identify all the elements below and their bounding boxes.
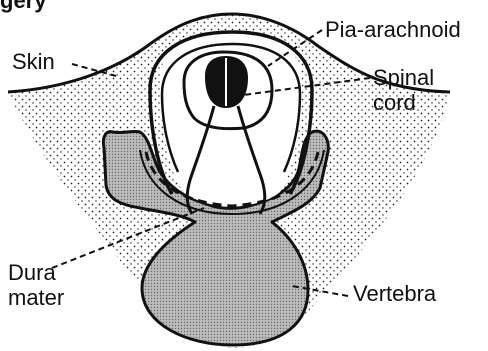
- partial-title-text: gery: [0, 0, 46, 14]
- spinal-cord-label-line2: cord: [373, 90, 434, 115]
- pia-arachnoid-label: Pia-arachnoid: [325, 17, 461, 43]
- dura-mater-label-line2: mater: [8, 285, 64, 310]
- dura-mater-label: Dura mater: [8, 260, 64, 310]
- skin-label: Skin: [12, 49, 55, 75]
- spinal-cord-label: Spinal cord: [373, 65, 434, 115]
- dura-mater-label-line1: Dura: [8, 260, 64, 285]
- spinal-cord-label-line1: Spinal: [373, 65, 434, 90]
- vertebra-label: Vertebra: [353, 281, 436, 307]
